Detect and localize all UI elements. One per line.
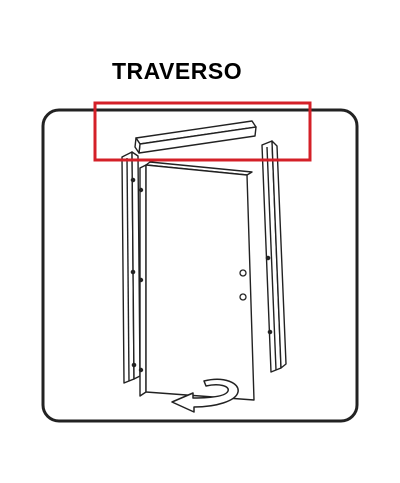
left-jamb-hinge-2 — [130, 269, 136, 275]
left-jamb-hinge-3 — [131, 362, 137, 368]
traverso-highlight-box — [93, 101, 312, 162]
left-jamb — [121, 151, 141, 384]
diagram-title: TRAVERSO — [112, 58, 243, 84]
door-handle-hole — [239, 269, 247, 277]
rotation-arrow-icon — [171, 378, 239, 413]
right-jamb-strike-1 — [265, 255, 271, 261]
right-jamb — [261, 140, 287, 373]
right-jamb-strike-2 — [267, 329, 273, 335]
door-hinge-mid — [138, 277, 144, 283]
door-hinge-top — [138, 187, 144, 193]
left-jamb-hinge-1 — [130, 177, 136, 183]
traverso-piece — [134, 120, 257, 154]
door-lock-hole — [239, 293, 247, 301]
door-hinge-bottom — [138, 367, 144, 373]
door-leaf — [138, 161, 255, 401]
